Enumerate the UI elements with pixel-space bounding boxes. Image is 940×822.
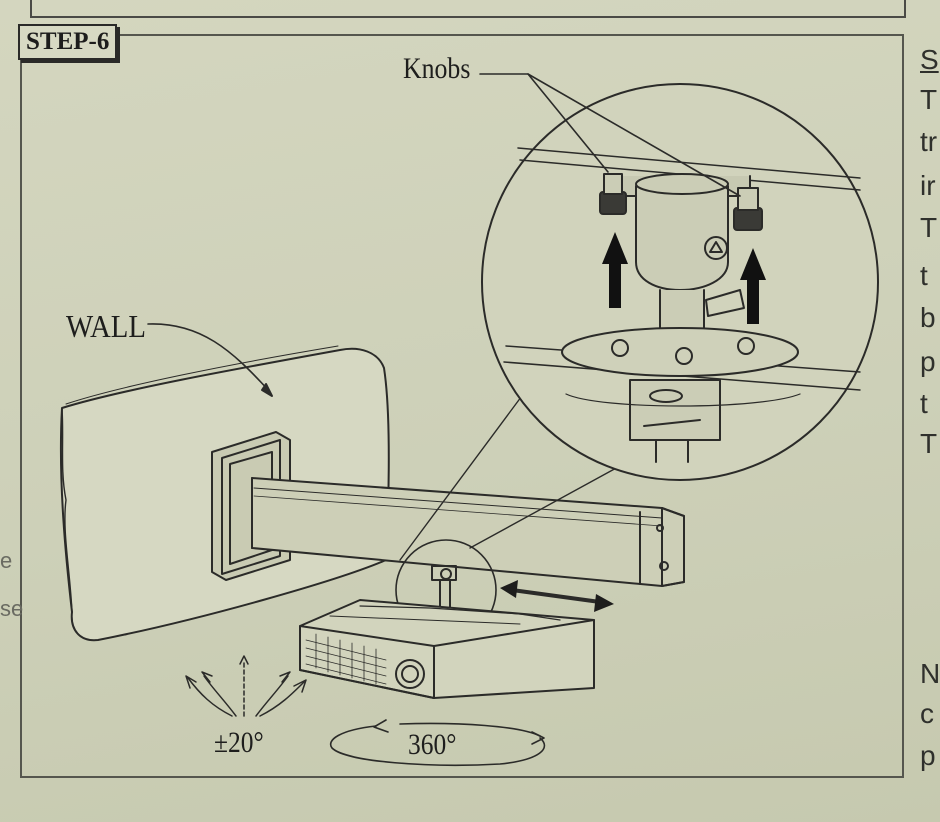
right-text-fragment: N: [920, 658, 940, 689]
knob-right: [733, 187, 763, 231]
rotation-angle-label: 360°: [408, 728, 457, 761]
right-text-fragment: p: [920, 740, 936, 771]
right-text-fragment: t: [920, 260, 928, 291]
wall-leader: [147, 323, 271, 393]
rotation-arrow: [329, 719, 546, 767]
right-text-fragment: t: [920, 388, 928, 419]
right-text-fragment: tr: [920, 126, 938, 157]
knobs-label: Knobs: [403, 52, 471, 85]
right-text-fragment: T: [920, 212, 938, 243]
right-text-fragment: p: [920, 346, 936, 377]
step-label: STEP-6: [18, 24, 118, 60]
right-text-fragment: T: [920, 84, 938, 115]
step-panel: [20, 34, 904, 778]
extension-arm: [251, 477, 685, 587]
previous-step-frame: [30, 0, 906, 18]
left-text-fragment: se: [0, 596, 24, 621]
right-text-fragment: S: [920, 44, 939, 75]
knobs-leader-right: [527, 73, 741, 197]
tilt-angle-label: ±20°: [214, 726, 264, 759]
projector-illustration: [299, 599, 595, 699]
tilt-arrows: [185, 655, 307, 717]
left-text-fragment: e: [0, 548, 13, 573]
detail-head: [561, 173, 801, 463]
knob-left: [599, 173, 627, 215]
right-text-fragment: T: [920, 428, 938, 459]
up-arrow-left: [602, 232, 628, 308]
right-text-fragment: ir: [920, 170, 936, 201]
right-text-fragment: b: [920, 302, 936, 333]
up-arrow-right: [740, 248, 766, 324]
mount-pole: [431, 565, 457, 611]
wall-label: WALL: [66, 308, 146, 344]
slide-arrow: [510, 588, 602, 604]
right-text-fragment: c: [920, 698, 934, 729]
